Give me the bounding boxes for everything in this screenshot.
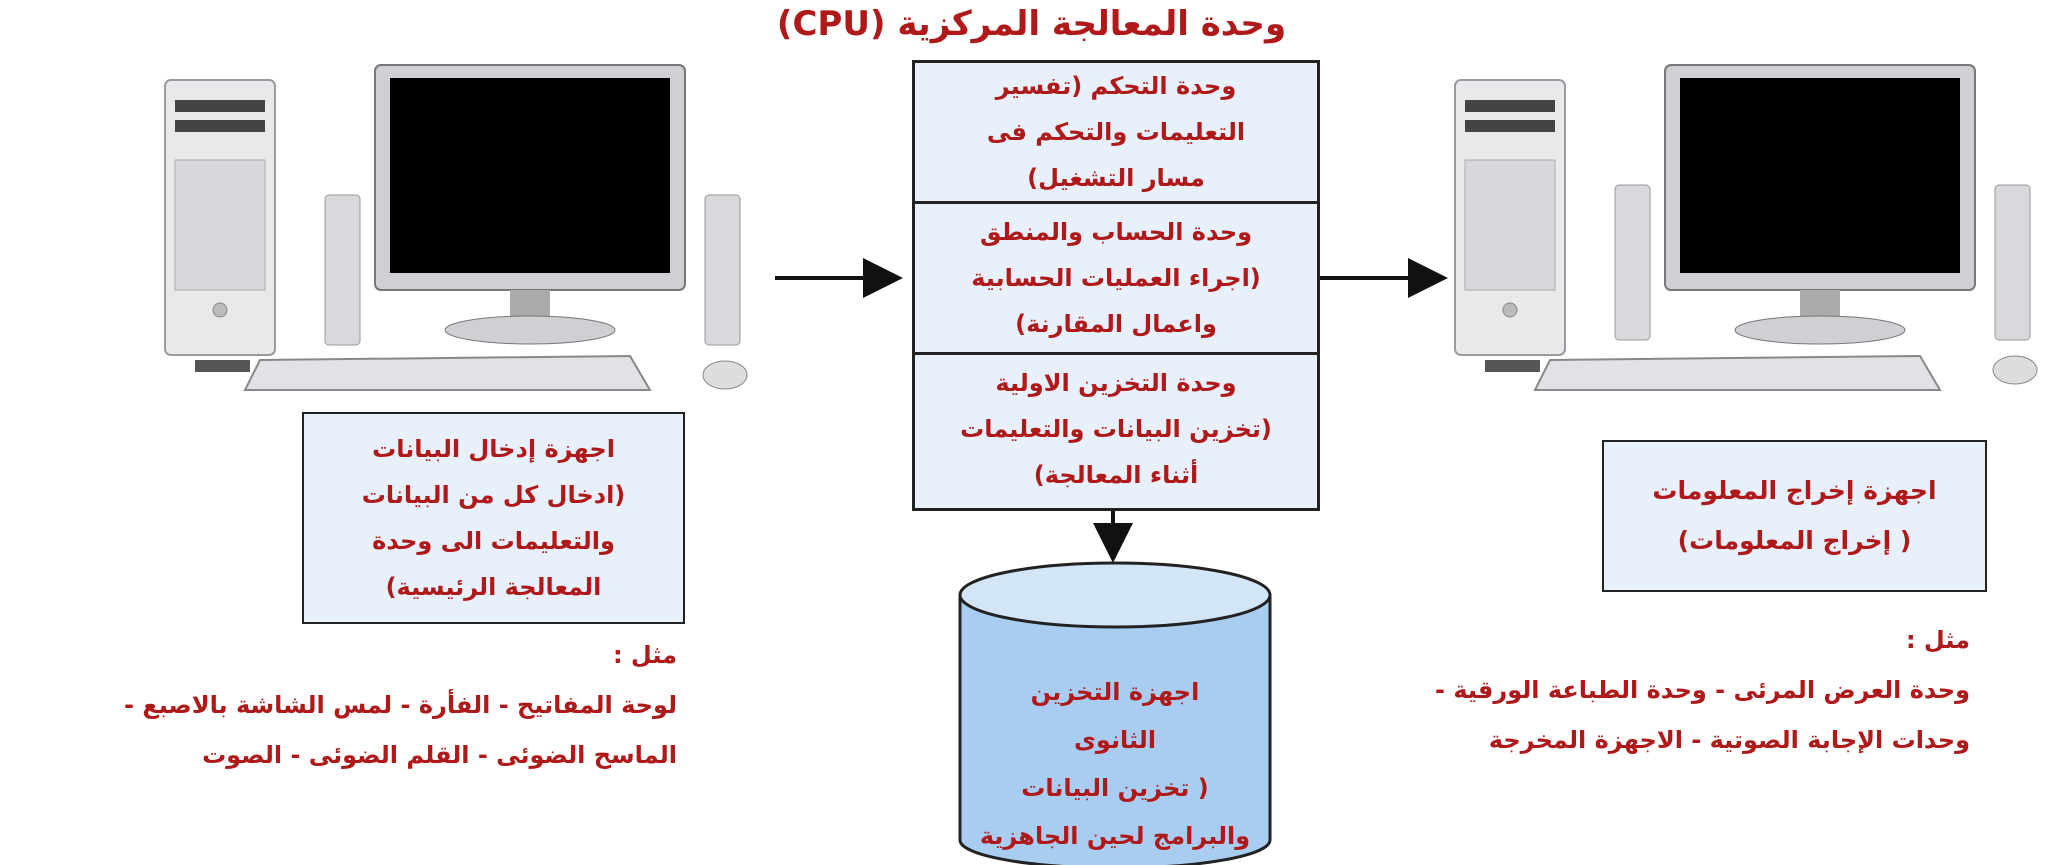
output-computer-icon <box>1454 64 2038 391</box>
section-divider <box>915 201 1317 204</box>
alu-section: وحدة الحساب والمنطق (اجراء العمليات الحس… <box>971 218 1261 338</box>
output-devices-box: اجهزة إخراج المعلومات ( إخراج المعلومات) <box>1602 440 1987 592</box>
cpu-box: وحدة التحكم (تفسير التعليمات والتحكم فى … <box>912 60 1320 511</box>
input-devices-box: اجهزة إدخال البيانات (ادخال كل من البيان… <box>302 412 685 624</box>
control-unit-section: وحدة التحكم (تفسير التعليمات والتحكم فى … <box>986 72 1246 192</box>
primary-storage-section: وحدة التخزين الاولية (تخزين البيانات وال… <box>960 368 1272 489</box>
output-examples: مثل : وحدة العرض المرئى - وحدة الطباعة ا… <box>1435 626 1970 754</box>
secondary-storage-cylinder-icon <box>958 561 1272 865</box>
diagram-title: وحدة المعالجة المركزية (CPU) <box>776 4 1287 44</box>
input-computer-icon <box>164 64 748 391</box>
secondary-storage-label: اجهزة التخزين الثانوى ( تخزين البيانات و… <box>979 678 1251 850</box>
input-examples: مثل : لوحة المفاتيح - الفأرة - لمس الشاش… <box>124 641 677 769</box>
section-divider <box>915 352 1317 355</box>
